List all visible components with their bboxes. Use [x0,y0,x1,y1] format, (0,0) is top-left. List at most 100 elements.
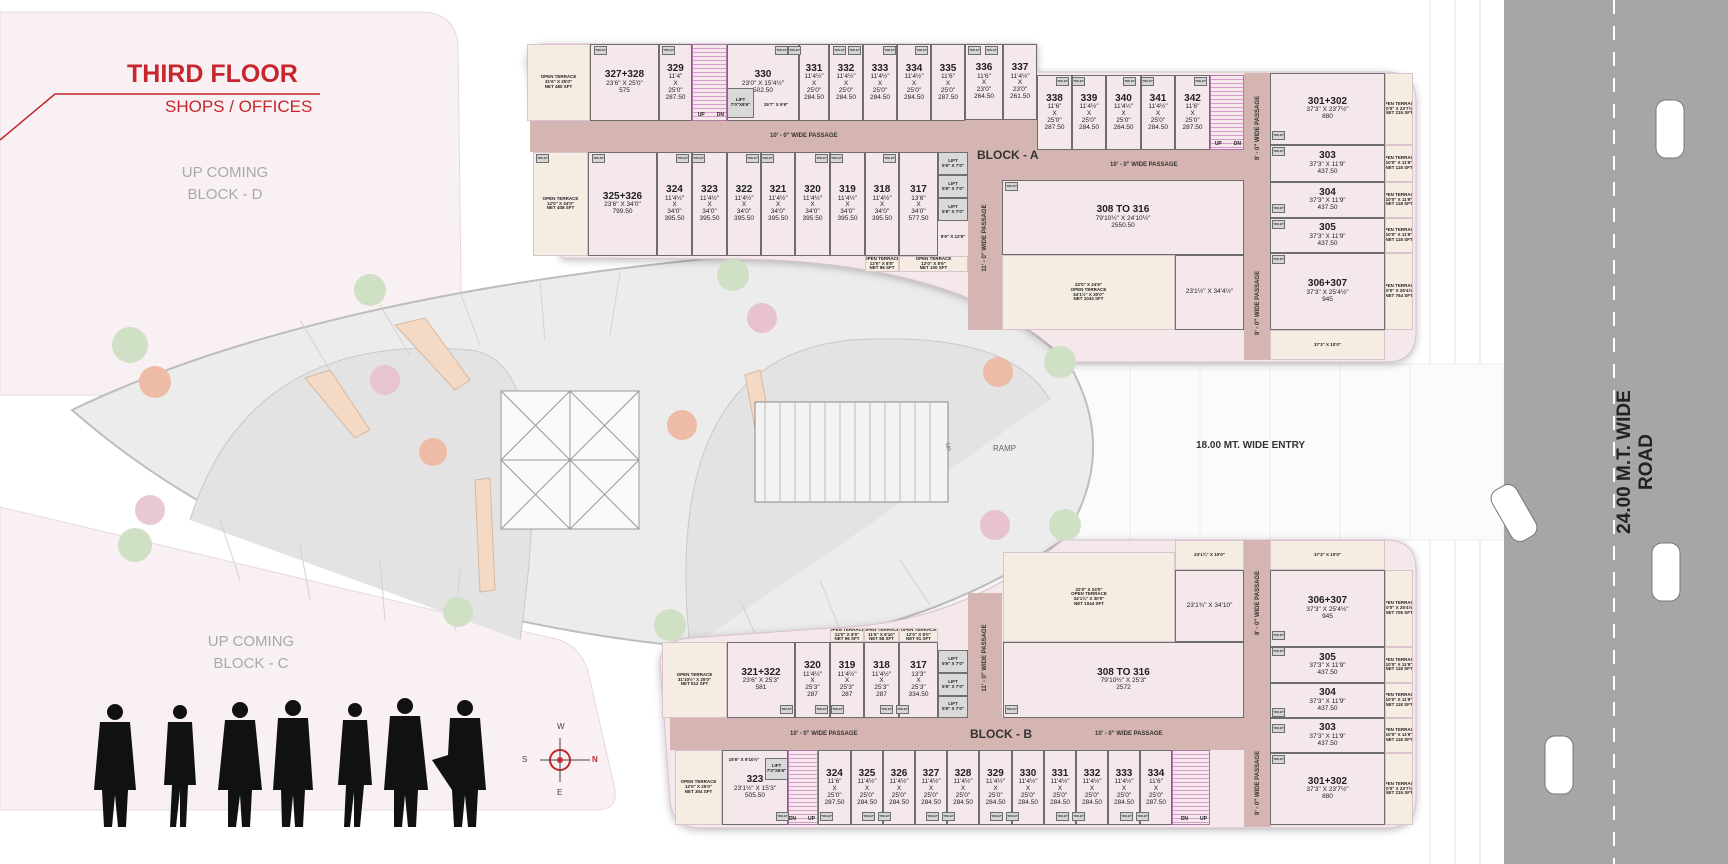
block-b-terrace-area: OPEN TERRACE10'0" X 23'7½"NET 215 SFT [1385,753,1413,825]
unit-detail: 25'0" [955,791,971,799]
unit-label: 332 [837,62,855,74]
unit-detail: 11'4½" [1148,103,1168,111]
unit-label: 321 [769,184,787,196]
unit-label: OPEN TERRACE [1386,155,1412,161]
unit-label: LIFT [771,763,782,769]
toilet-icon: TOILET [1272,724,1285,733]
unit-detail: 10'0" X 25'4½" [1385,605,1413,611]
unit-label: 328 [954,767,972,779]
unit-detail: NET 118 SFT [1385,201,1413,207]
toilet-icon: TOILET [1005,182,1018,191]
unit-detail: 264.50 [974,93,994,101]
unit-detail: 11'4½" [889,778,909,786]
unit-label: 317 [910,184,927,196]
unit-detail: NET 764 SFT [1385,292,1413,298]
unit-label: 319 [839,184,856,196]
unit-detail: 25'0" [668,86,683,94]
ramp [754,401,949,503]
block-a-note-area: 9'9" X 12'9" [938,230,968,244]
block-b-unit-231X3410[interactable]: 23'1¾" X 34'10" [1175,570,1244,642]
unit-detail: X [844,677,850,685]
unit-label: OPEN TERRACE [542,195,579,201]
block-a-terrace-area: OPEN TERRACE10'0" X 11'9"NET 118 SFT [1385,145,1413,182]
toilet-icon: TOILET [1272,255,1285,264]
toilet-icon: TOILET [985,46,998,55]
unit-detail: X [1190,109,1195,117]
unit-detail: 11'4½" [768,194,788,202]
unit-label: DN [788,815,797,822]
unit-detail: 79'10½" X 25'3" [1100,677,1147,685]
block-a-terrace-area: OPEN TERRACE10'0" X 23'7½"NET 215 SFT [1385,73,1413,145]
unit-detail: 945 [1322,612,1333,620]
unit-label: OPEN TERRACE [1386,656,1412,662]
unit-detail: OPEN TERRACE [1070,286,1107,292]
unit-label: 337 [1011,62,1029,74]
unit-detail: DN [716,111,724,118]
block-a-strip-area: 37'3" X 10'0" [1270,330,1385,360]
unit-detail: NET 1044 SFT [1073,600,1104,606]
unit-detail: 11'4½" [1018,778,1038,786]
unit-detail: 799.50 [612,208,633,216]
unit-detail: 23'1½" X 15'3" [733,784,777,792]
toilet-icon: TOILET [1056,77,1069,86]
unit-label: OPEN TERRACE [1386,283,1412,289]
unit-detail: 37'3" X 11'9" [1309,160,1346,168]
toilet-icon: TOILET [1194,77,1207,86]
unit-detail: 25'0" [1185,116,1200,124]
unit-label: 308 TO 316 [1096,204,1150,216]
unit-detail: 25'3" [874,684,889,692]
toilet-icon: TOILET [833,46,846,55]
unit-detail: 10'0" X 25'4½" [1385,288,1413,294]
unit-detail: 12'0" X 8'0" [869,260,895,266]
unit-detail: 437.50 [1317,167,1338,175]
unit-detail: NET 118 SFT [1385,236,1413,242]
unit-detail: X [945,79,951,87]
block-a-unit-231X344[interactable]: 23'1½" X 34'4½" [1175,255,1244,330]
